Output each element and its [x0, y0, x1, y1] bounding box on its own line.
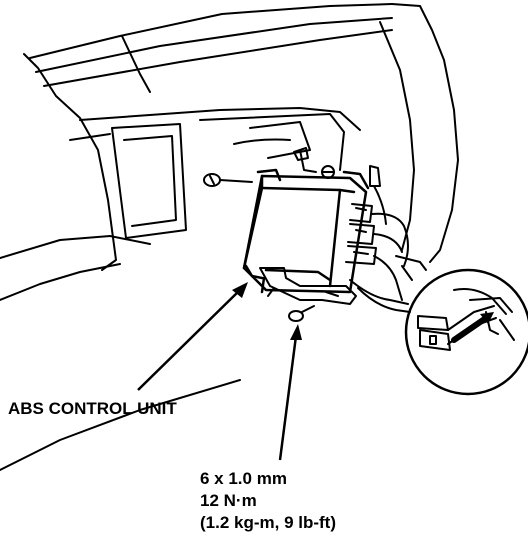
detail-inset [404, 268, 528, 396]
bolt-size-label: 6 x 1.0 mm [200, 469, 287, 488]
torque-nm-label: 12 N·m [200, 491, 257, 510]
torque-alt-label: (1.2 kg-m, 9 lb-ft) [200, 513, 336, 532]
glovebox-recess [111, 113, 345, 239]
inset-connector-detail [417, 288, 515, 351]
inset-pointer-arrow [451, 312, 494, 343]
lower-bolt [288, 305, 315, 322]
wire-harness [349, 212, 427, 313]
rear-mounting-bolt [293, 147, 335, 179]
leader-abs-unit [137, 282, 248, 391]
dashboard-outline [0, 3, 459, 471]
abs-control-unit-label: ABS CONTROL UNIT [8, 399, 177, 418]
front-mounting-bolt [203, 173, 253, 187]
leader-lower-bolt [278, 324, 302, 461]
mounting-bracket [259, 267, 357, 305]
abs-control-unit [242, 168, 370, 294]
